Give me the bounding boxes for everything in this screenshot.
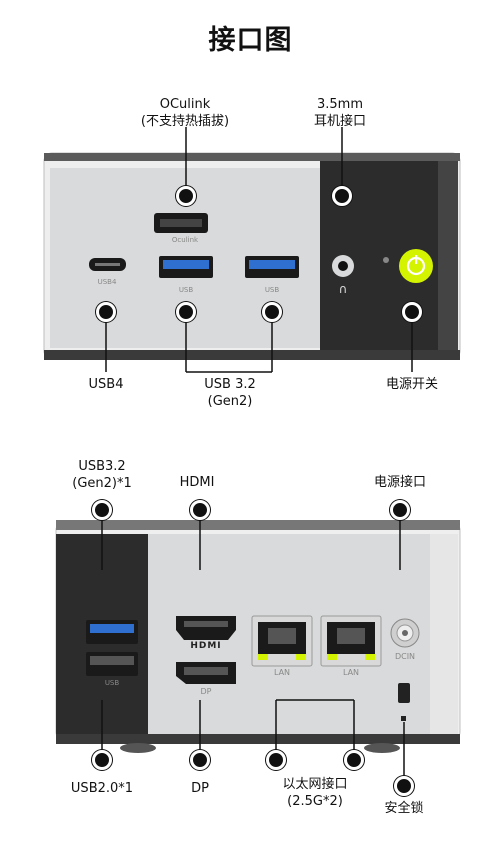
usb-port-print-1: USB bbox=[178, 286, 194, 294]
hdmi-marker bbox=[190, 500, 210, 520]
audio-marker bbox=[332, 186, 352, 206]
lan-marker-1 bbox=[266, 750, 286, 770]
lan-port-print-2: LAN bbox=[342, 668, 360, 677]
usb32-label-gen: (Gen2) bbox=[207, 394, 253, 409]
page-title: 接口图 bbox=[208, 25, 293, 56]
back-usb32-label-gen: (Gen2)*1 bbox=[72, 476, 132, 491]
usb20-label: USB2.0*1 bbox=[70, 781, 134, 796]
dc-input-label: 电源接口 bbox=[373, 475, 426, 490]
back-usb32-marker bbox=[92, 500, 112, 520]
usb4-port-print: USB4 bbox=[97, 278, 117, 286]
oculink-callout: OCulink (不支持热插拔) bbox=[130, 96, 240, 130]
usb4-label: USB4 bbox=[88, 377, 124, 392]
usb32-callout: USB 3.2 (Gen2) bbox=[190, 376, 270, 410]
audio-callout: 3.5mm 耳机接口 bbox=[300, 96, 380, 130]
dc-input-marker bbox=[390, 500, 410, 520]
lock-marker bbox=[394, 776, 414, 796]
lan-callout: 以太网接口 (2.5G*2) bbox=[270, 776, 360, 810]
back-usb32-label-name: USB3.2 bbox=[78, 459, 126, 474]
oculink-note: (不支持热插拔) bbox=[140, 114, 230, 129]
back-usb32-callout: USB3.2 (Gen2)*1 bbox=[64, 458, 140, 492]
dcin-port-print: DCIN bbox=[394, 652, 416, 661]
hdmi-port-print: HDMI bbox=[190, 641, 222, 651]
usb32-marker-1 bbox=[176, 302, 196, 322]
usb-port-print-2: USB bbox=[264, 286, 280, 294]
dp-port-print: DP bbox=[200, 687, 212, 696]
usb32-label-name: USB 3.2 bbox=[204, 377, 256, 392]
security-lock-label: 安全锁 bbox=[384, 801, 424, 816]
hdmi-label: HDMI bbox=[179, 475, 215, 490]
lan-port-print-1: LAN bbox=[273, 668, 291, 677]
oculink-label: OCulink bbox=[159, 97, 211, 112]
dp-marker bbox=[190, 750, 210, 770]
lan-label-speed: (2.5G*2) bbox=[287, 794, 343, 809]
oculink-marker bbox=[176, 186, 196, 206]
usb4-marker bbox=[96, 302, 116, 322]
lan-marker-2 bbox=[344, 750, 364, 770]
usb20-marker bbox=[92, 750, 112, 770]
back-usb-print: USB bbox=[104, 679, 120, 687]
lan-label-name: 以太网接口 bbox=[282, 777, 348, 792]
usb32-marker-2 bbox=[262, 302, 282, 322]
dp-label: DP bbox=[191, 781, 209, 796]
audio-label-text: 耳机接口 bbox=[313, 114, 366, 129]
power-marker bbox=[402, 302, 422, 322]
svg-text:∩: ∩ bbox=[339, 282, 348, 296]
audio-label-size: 3.5mm bbox=[316, 97, 363, 112]
power-switch-label: 电源开关 bbox=[385, 377, 438, 392]
oculink-port-print: Oculink bbox=[171, 236, 199, 244]
